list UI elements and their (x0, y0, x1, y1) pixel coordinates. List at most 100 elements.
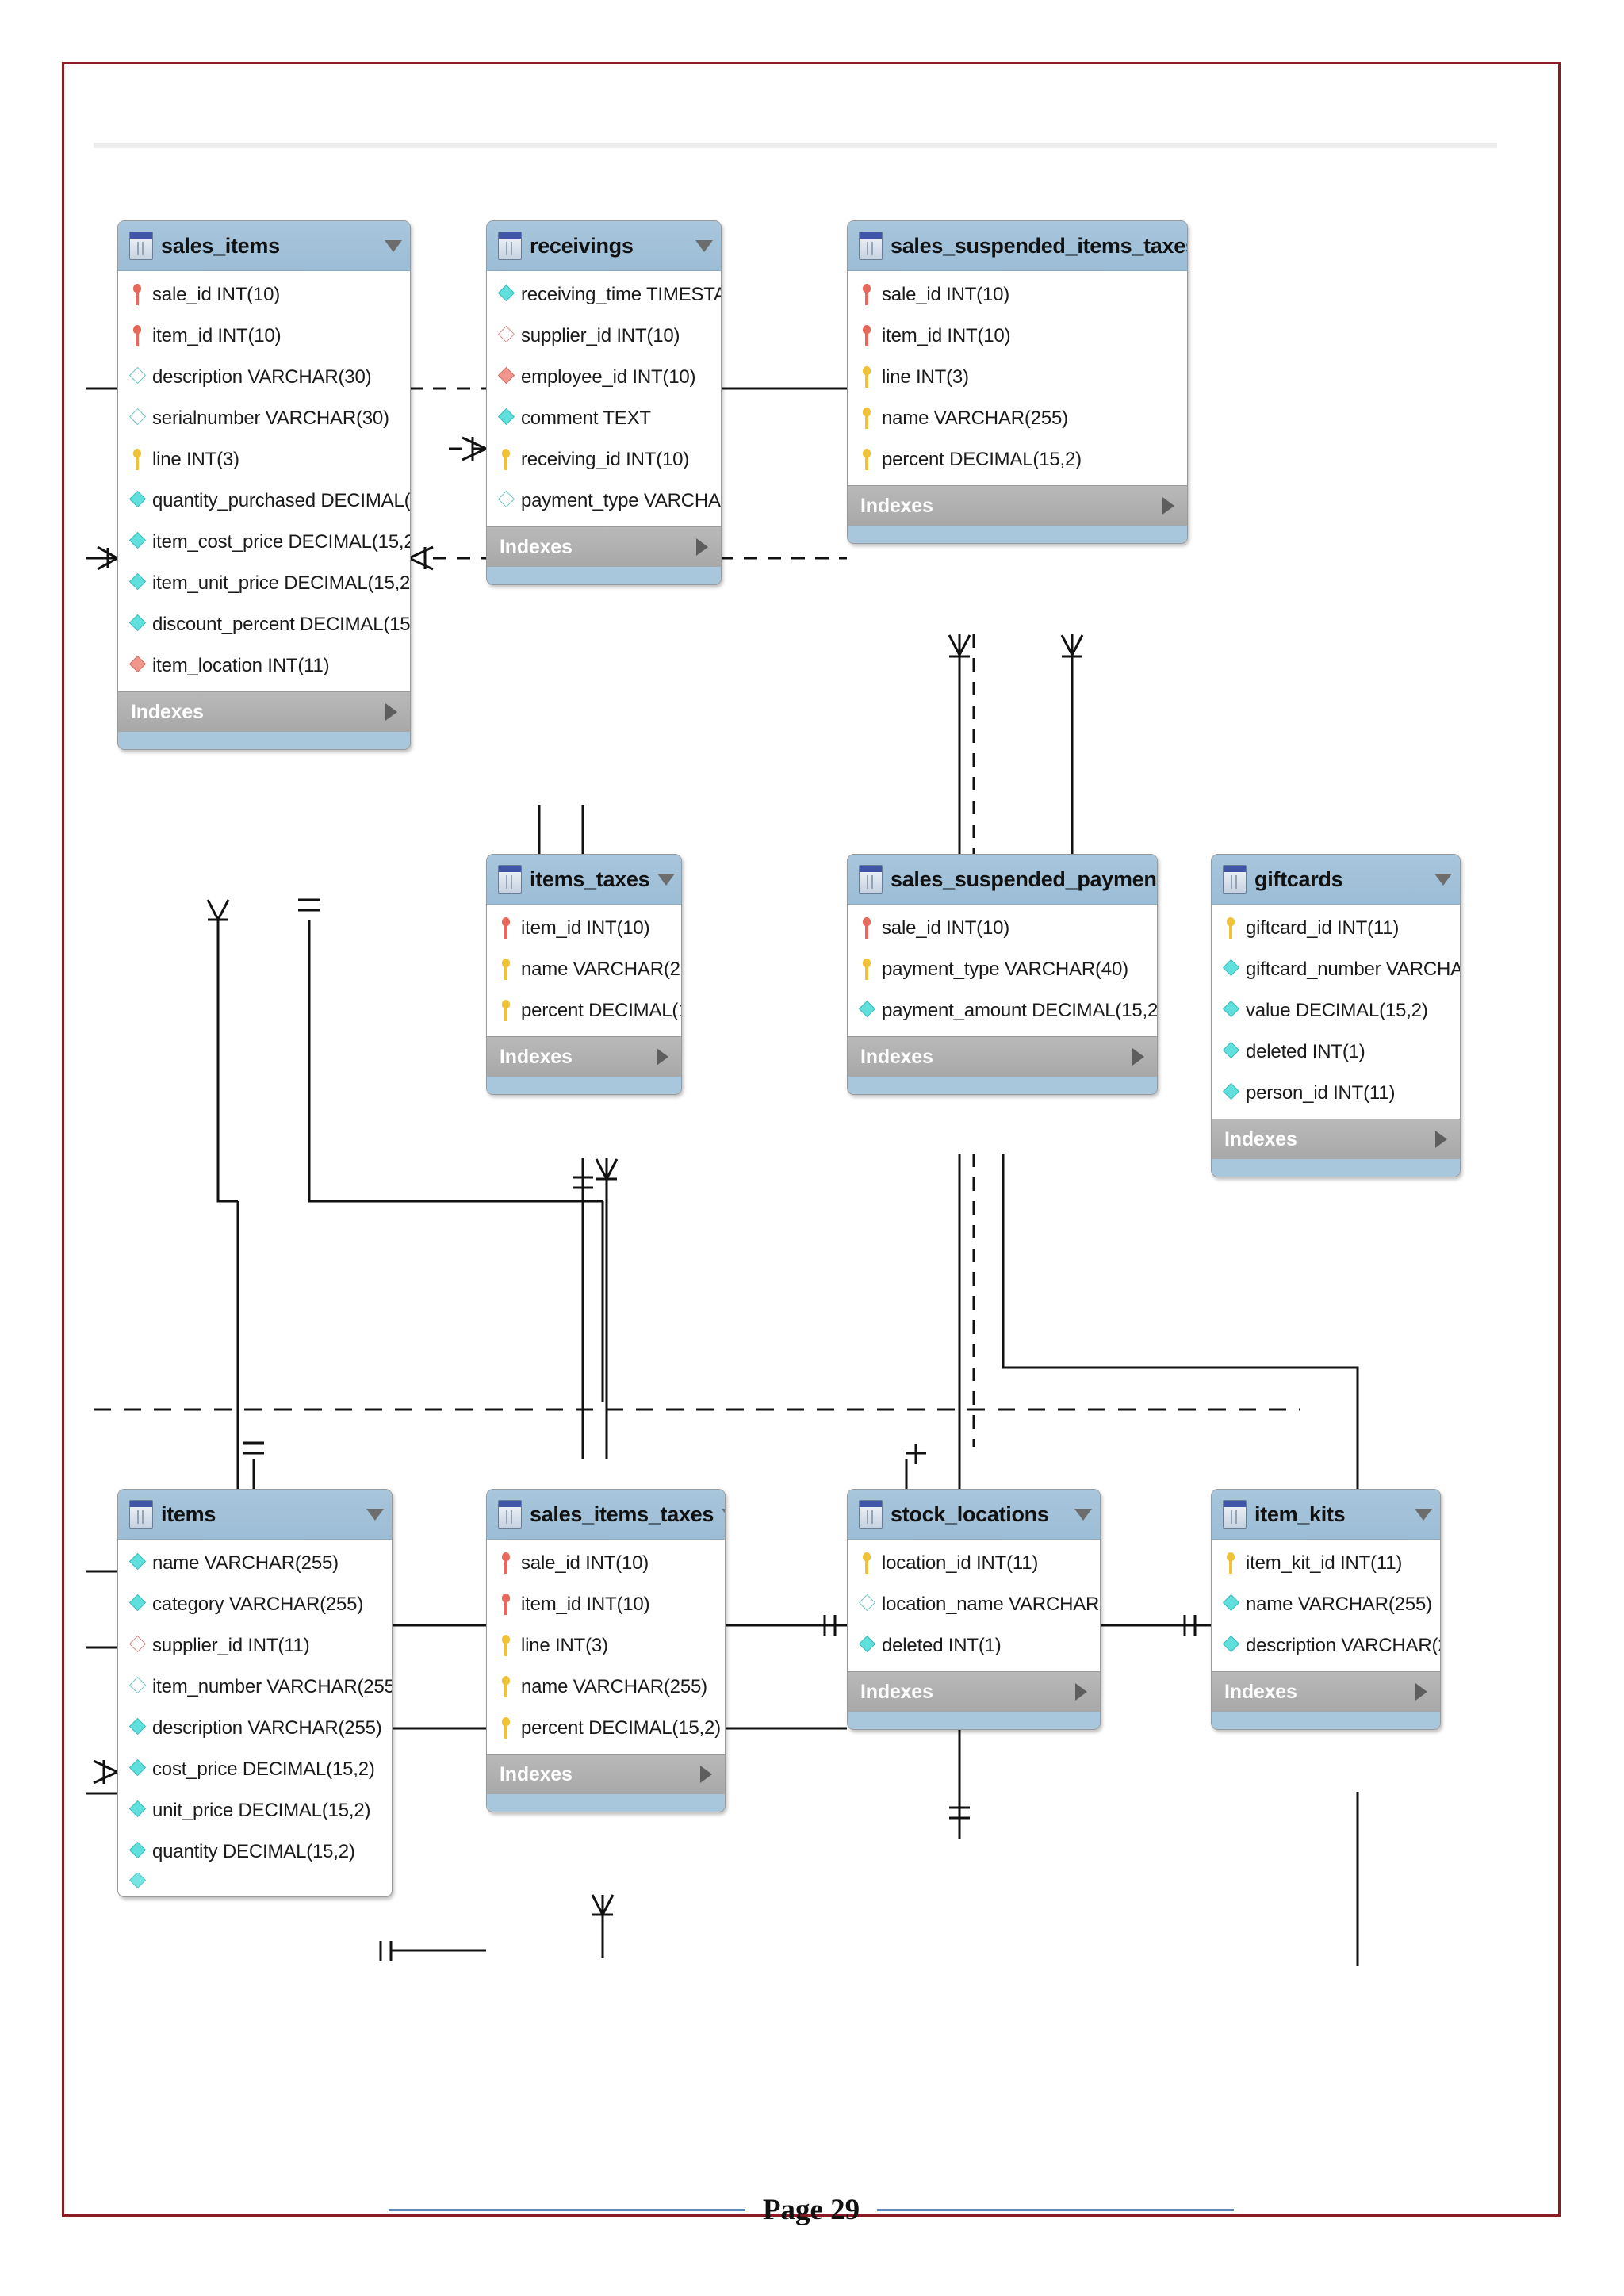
er-table-item_kits[interactable]: item_kits item_kit_id INT(11) name VARCHAR… (1211, 1489, 1441, 1730)
er-column-row[interactable]: supplier_id INT(10) (487, 316, 721, 357)
er-column-row[interactable]: payment_amount DECIMAL(15,2) (848, 990, 1157, 1031)
er-column-row[interactable]: sale_id INT(10) (848, 908, 1157, 949)
er-indexes-bar-item_kits[interactable]: Indexes (1212, 1671, 1440, 1712)
er-column-row[interactable]: percent DECIMAL(15,2) (848, 439, 1187, 480)
er-column-row[interactable]: receiving_time TIMESTAMP (487, 274, 721, 316)
er-table-header-receivings[interactable]: receivings (487, 221, 721, 271)
er-column-row[interactable]: giftcard_number VARCHAR(25) (1212, 949, 1460, 990)
chevron-down-icon[interactable] (1415, 1508, 1432, 1521)
er-column-row[interactable]: deleted INT(1) (1212, 1031, 1460, 1073)
er-column-row[interactable]: description VARCHAR(255) (1212, 1625, 1440, 1667)
er-column-row[interactable]: receiving_id INT(10) (487, 439, 721, 480)
er-table-header-sales_items_taxes[interactable]: sales_items_taxes (487, 1490, 725, 1540)
er-column-row[interactable]: employee_id INT(10) (487, 357, 721, 398)
er-column-row[interactable]: item_id INT(10) (487, 1584, 725, 1625)
er-column-row[interactable]: sale_id INT(10) (118, 274, 410, 316)
er-column-row[interactable]: unit_price DECIMAL(15,2) (118, 1790, 392, 1831)
er-column-row[interactable]: sale_id INT(10) (848, 274, 1187, 316)
chevron-down-icon[interactable] (366, 1508, 384, 1521)
er-indexes-bar-items_taxes[interactable]: Indexes (487, 1036, 681, 1077)
er-column-row[interactable]: name VARCHAR(255) (487, 1667, 725, 1708)
chevron-right-icon[interactable] (657, 1048, 668, 1066)
chevron-down-icon[interactable] (1434, 873, 1452, 886)
er-column-row[interactable]: name VARCHAR(255) (1212, 1584, 1440, 1625)
er-indexes-bar-stock_locations[interactable]: Indexes (848, 1671, 1100, 1712)
er-column-row[interactable]: item_unit_price DECIMAL(15,2) (118, 563, 410, 604)
chevron-right-icon[interactable] (1162, 497, 1174, 515)
er-column-row[interactable]: cost_price DECIMAL(15,2) (118, 1749, 392, 1790)
er-column-row[interactable]: category VARCHAR(255) (118, 1584, 392, 1625)
chevron-right-icon[interactable] (1132, 1048, 1144, 1066)
chevron-down-icon[interactable] (1074, 1508, 1092, 1521)
er-indexes-bar-sales_suspended_items_taxes[interactable]: Indexes (848, 485, 1187, 526)
er-indexes-bar-giftcards[interactable]: Indexes (1212, 1119, 1460, 1159)
er-column-row[interactable]: name VARCHAR(255) (487, 949, 681, 990)
chevron-down-icon[interactable] (657, 873, 676, 886)
er-column-row[interactable]: line INT(3) (118, 439, 410, 480)
table-icon (859, 1500, 883, 1529)
er-column-row[interactable]: value DECIMAL(15,2) (1212, 990, 1460, 1031)
er-column-row[interactable]: item_id INT(10) (848, 316, 1187, 357)
chevron-right-icon[interactable] (1435, 1131, 1447, 1148)
er-table-header-items[interactable]: items (118, 1490, 392, 1540)
er-column-row[interactable]: supplier_id INT(11) (118, 1625, 392, 1667)
chevron-right-icon[interactable] (1415, 1683, 1427, 1701)
er-column-row[interactable]: line INT(3) (848, 357, 1187, 398)
er-column-row[interactable]: description VARCHAR(30) (118, 357, 410, 398)
er-column-row[interactable]: item_cost_price DECIMAL(15,2) (118, 522, 410, 563)
chevron-down-icon[interactable] (695, 239, 713, 252)
er-column-row[interactable]: location_name VARCHAR(255) (848, 1584, 1100, 1625)
er-column-row[interactable]: serialnumber VARCHAR(30) (118, 398, 410, 439)
er-column-row[interactable]: payment_type VARCHAR(40) (848, 949, 1157, 990)
er-table-header-sales_suspended_payments[interactable]: sales_suspended_payments (848, 855, 1157, 905)
er-column-row[interactable]: payment_type VARCHAR(20) (487, 480, 721, 522)
er-table-header-item_kits[interactable]: item_kits (1212, 1490, 1440, 1540)
er-column-row[interactable]: item_location INT(11) (118, 645, 410, 687)
er-column-label: item_kit_id INT(11) (1246, 1552, 1403, 1574)
er-table-header-sales_items[interactable]: sales_items (118, 221, 410, 271)
chevron-right-icon[interactable] (700, 1766, 712, 1783)
er-column-row[interactable]: comment TEXT (487, 398, 721, 439)
er-column-row[interactable]: percent DECIMAL(15,2) (487, 990, 681, 1031)
er-table-header-items_taxes[interactable]: items_taxes (487, 855, 681, 905)
er-column-row[interactable]: percent DECIMAL(15,2) (487, 1708, 725, 1749)
er-column-row[interactable]: person_id INT(11) (1212, 1073, 1460, 1114)
chevron-down-icon[interactable] (722, 1508, 725, 1521)
er-column-row[interactable]: deleted INT(1) (848, 1625, 1100, 1667)
er-column-row[interactable]: item_id INT(10) (487, 908, 681, 949)
er-column-row[interactable]: description VARCHAR(255) (118, 1708, 392, 1749)
er-column-row[interactable]: discount_percent DECIMAL(15,2) (118, 604, 410, 645)
er-indexes-bar-sales_items[interactable]: Indexes (118, 691, 410, 732)
chevron-down-icon[interactable] (385, 239, 402, 252)
er-column-row[interactable]: item_id INT(10) (118, 316, 410, 357)
er-column-row[interactable]: item_kit_id INT(11) (1212, 1543, 1440, 1584)
chevron-right-icon[interactable] (385, 703, 397, 721)
er-indexes-bar-sales_suspended_payments[interactable]: Indexes (848, 1036, 1157, 1077)
er-indexes-bar-receivings[interactable]: Indexes (487, 526, 721, 567)
er-table-header-giftcards[interactable]: giftcards (1212, 855, 1460, 905)
key-icon (498, 1634, 514, 1658)
er-indexes-bar-sales_items_taxes[interactable]: Indexes (487, 1754, 725, 1794)
er-table-header-sales_suspended_items_taxes[interactable]: sales_suspended_items_taxes (848, 221, 1187, 271)
er-column-row[interactable]: name VARCHAR(255) (848, 398, 1187, 439)
er-column-row[interactable]: sale_id INT(10) (487, 1543, 725, 1584)
er-column-row[interactable]: item_number VARCHAR(255) (118, 1667, 392, 1708)
er-column-row[interactable]: line INT(3) (487, 1625, 725, 1667)
chevron-right-icon[interactable] (1075, 1683, 1087, 1701)
er-column-row[interactable]: quantity_purchased DECIMAL(15,2) (118, 480, 410, 522)
er-column-row[interactable]: quantity DECIMAL(15,2) (118, 1831, 392, 1873)
chevron-right-icon[interactable] (696, 538, 708, 556)
er-column-row[interactable]: location_id INT(11) (848, 1543, 1100, 1584)
er-table-header-stock_locations[interactable]: stock_locations (848, 1490, 1100, 1540)
er-column-row[interactable]: giftcard_id INT(11) (1212, 908, 1460, 949)
er-column-row[interactable]: name VARCHAR(255) (118, 1543, 392, 1584)
